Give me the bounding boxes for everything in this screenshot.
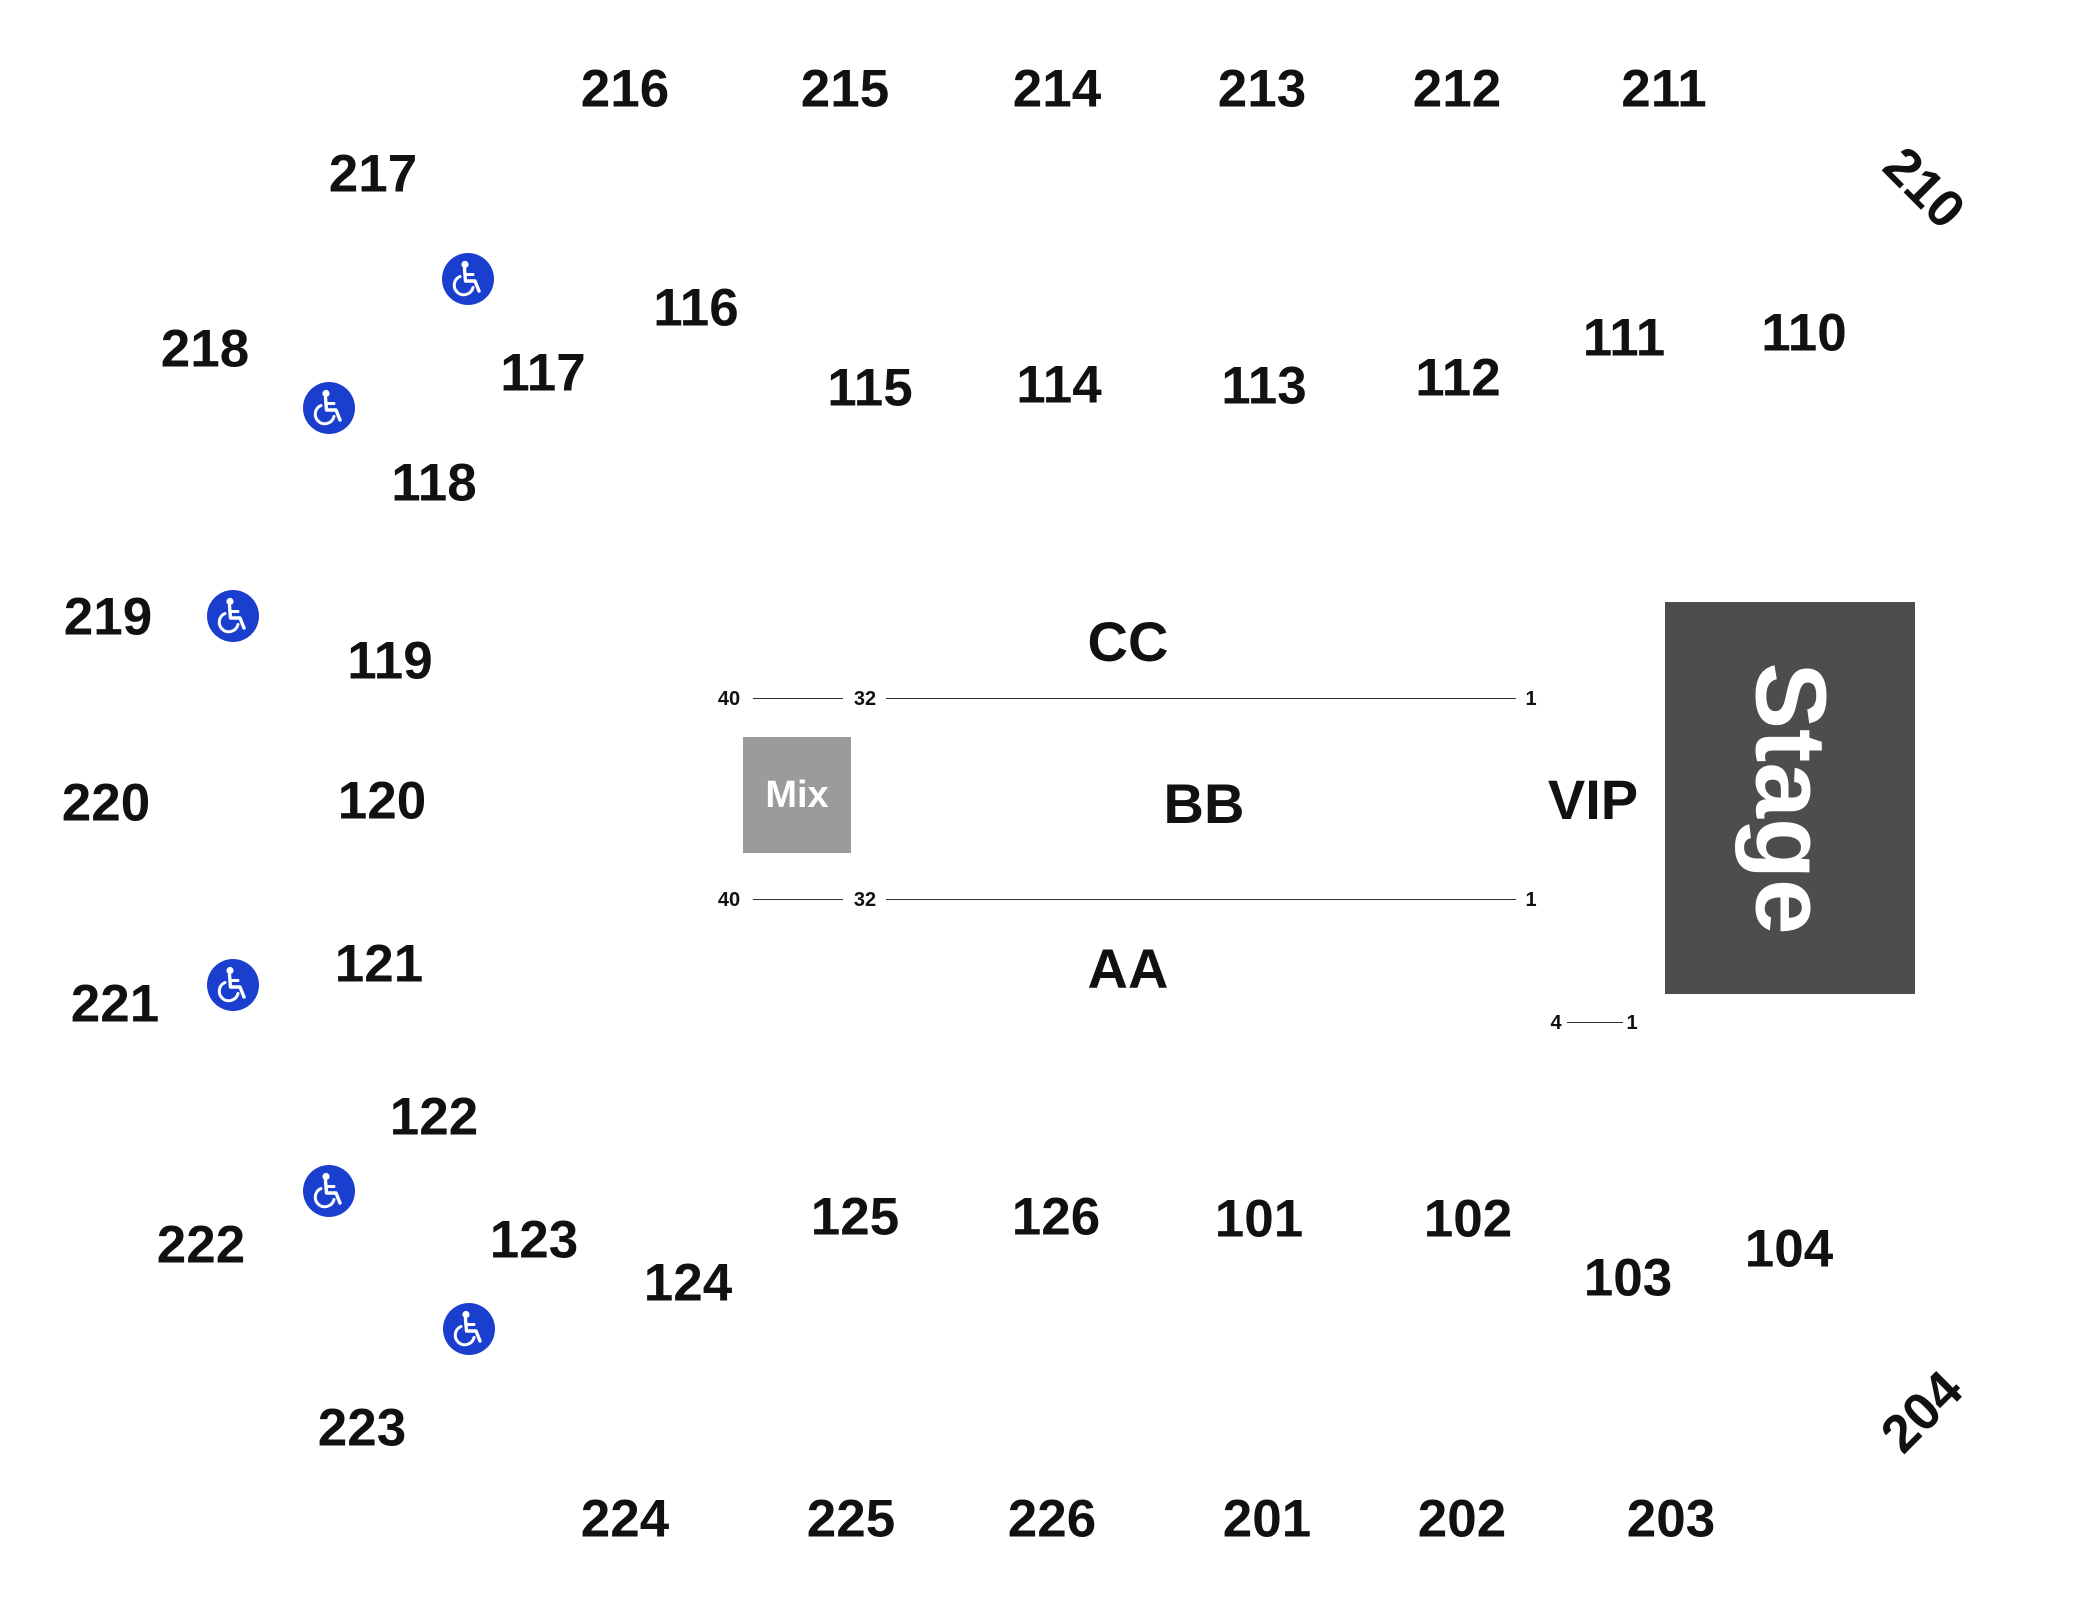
section-bb[interactable]: BB [1163,772,1245,835]
section-102[interactable]: 102 [1423,1189,1513,1249]
section-224[interactable]: 224 [580,1489,670,1549]
section-112[interactable]: 112 [1415,348,1501,408]
section-213[interactable]: 213 [1217,59,1307,119]
mix-label: Mix [765,773,829,816]
row-line-cc-a [753,698,843,699]
section-216[interactable]: 216 [580,59,670,119]
section-103[interactable]: 103 [1583,1248,1673,1308]
wheelchair-icon[interactable] [207,959,259,1011]
row-line-aa-a [753,899,843,900]
section-113[interactable]: 113 [1221,356,1307,416]
section-110[interactable]: 110 [1761,303,1847,363]
section-212[interactable]: 212 [1412,59,1502,119]
wheelchair-icon[interactable] [207,590,259,642]
stage-label: Stage [1734,661,1847,935]
section-222[interactable]: 222 [156,1215,246,1275]
section-226[interactable]: 226 [1007,1489,1097,1549]
section-119[interactable]: 119 [347,631,433,691]
section-124[interactable]: 124 [643,1253,733,1313]
row-cc-mid: 32 [853,688,877,710]
row-aa-start: 40 [717,889,741,911]
section-218[interactable]: 218 [160,319,250,379]
row-vip-end: 1 [1626,1012,1638,1034]
section-122[interactable]: 122 [389,1087,479,1147]
section-220[interactable]: 220 [61,773,151,833]
section-210[interactable]: 210 [1871,135,1977,241]
section-118[interactable]: 118 [391,453,477,513]
section-vip[interactable]: VIP [1547,768,1639,831]
section-101[interactable]: 101 [1214,1189,1304,1249]
section-221[interactable]: 221 [70,974,160,1034]
section-111[interactable]: 111 [1582,308,1666,368]
mix-position: Mix [743,737,851,853]
section-aa[interactable]: AA [1087,937,1169,1000]
row-cc-start: 40 [717,688,741,710]
row-vip-start: 4 [1550,1012,1562,1034]
row-cc-end: 1 [1525,688,1537,710]
section-203[interactable]: 203 [1626,1489,1716,1549]
section-114[interactable]: 114 [1016,355,1102,415]
stage: Stage [1665,602,1915,994]
row-aa-mid: 32 [853,889,877,911]
section-204[interactable]: 204 [1869,1359,1975,1465]
row-line-cc-b [886,698,1516,699]
wheelchair-icon[interactable] [303,382,355,434]
section-121[interactable]: 121 [334,934,424,994]
row-aa-end: 1 [1525,889,1537,911]
section-219[interactable]: 219 [63,587,153,647]
section-201[interactable]: 201 [1222,1489,1312,1549]
section-215[interactable]: 215 [800,59,890,119]
section-126[interactable]: 126 [1011,1187,1101,1247]
section-225[interactable]: 225 [806,1489,896,1549]
wheelchair-icon[interactable] [443,1303,495,1355]
section-214[interactable]: 214 [1012,59,1102,119]
section-120[interactable]: 120 [337,771,427,831]
section-211[interactable]: 211 [1621,59,1707,119]
section-125[interactable]: 125 [810,1187,900,1247]
section-117[interactable]: 117 [500,343,586,403]
section-cc[interactable]: CC [1087,610,1169,673]
section-217[interactable]: 217 [328,144,418,204]
row-line-vip [1567,1022,1623,1023]
row-line-aa-b [886,899,1516,900]
section-223[interactable]: 223 [317,1398,407,1458]
section-104[interactable]: 104 [1744,1219,1834,1279]
section-202[interactable]: 202 [1417,1489,1507,1549]
wheelchair-icon[interactable] [303,1165,355,1217]
section-123[interactable]: 123 [489,1210,579,1270]
section-116[interactable]: 116 [653,278,739,338]
section-115[interactable]: 115 [827,358,913,418]
wheelchair-icon[interactable] [442,253,494,305]
